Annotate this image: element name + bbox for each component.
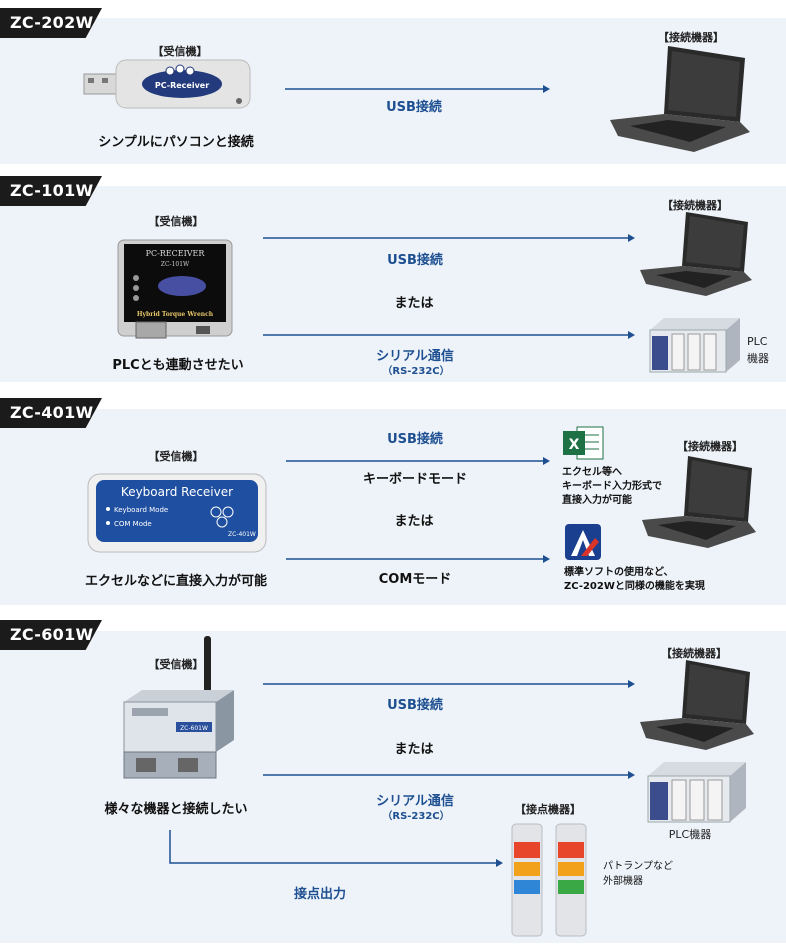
contact-output-arrow <box>169 830 503 867</box>
software-note-line2: ZC-202Wと同様の機能を実現 <box>564 581 705 592</box>
kb-mode1-text: Keyboard Mode <box>114 506 168 514</box>
receiver-label: 【受信機】 <box>148 450 204 463</box>
plc-device-image <box>647 762 746 823</box>
serial-sub-label: （RS-232C） <box>382 811 450 822</box>
contact-device-label: 【接点機器】 <box>515 803 581 816</box>
model-tag-zc401w: ZC-401W <box>0 398 102 428</box>
serial-label: シリアル通信 <box>376 794 454 809</box>
device-label: 【接続機器】 <box>658 31 724 44</box>
device-label: 【接続機器】 <box>662 199 728 212</box>
plc-label-line2: 機器 <box>747 352 769 365</box>
software-icon <box>565 524 601 560</box>
plc-label-line1: PLC <box>747 335 768 348</box>
receiver-label: 【受信機】 <box>152 45 208 58</box>
keyboard-mode-label: キーボードモード <box>362 472 468 487</box>
serial-arrow <box>263 331 635 339</box>
keyboard-receiver-image: Keyboard Receiver Keyboard Mode COM Mode… <box>87 473 267 553</box>
box-footer-text: Hybrid Torque Wrench <box>137 311 214 318</box>
excel-note-line1: エクセル等へ <box>562 467 622 478</box>
excel-note-line2: キーボード入力形式で <box>562 481 662 492</box>
laptop-image <box>640 212 752 296</box>
or-label: または <box>394 296 434 311</box>
usb-connection-label: USB接続 <box>387 253 443 268</box>
usb-connection-label: USB接続 <box>386 100 442 115</box>
laptop-image <box>640 660 754 750</box>
usb-connection-label: USB接続 <box>387 432 443 447</box>
excel-icon: X <box>563 426 604 460</box>
contact-output-label: 接点出力 <box>293 887 347 902</box>
com-mode-label: COMモード <box>378 572 452 587</box>
excel-note-line3: 直接入力が可能 <box>562 495 632 506</box>
plc-device-image <box>649 318 740 373</box>
lamp-note-line2: 外部機器 <box>603 876 643 887</box>
laptop-image <box>610 46 750 152</box>
software-note-line1: 標準ソフトの使用など、 <box>564 567 674 578</box>
keyboard-mode-arrow <box>286 457 550 465</box>
caption-simple-pc: シンプルにパソコンと接続 <box>98 135 254 150</box>
usb-connection-label: USB接続 <box>387 698 443 713</box>
or-label: または <box>394 514 434 529</box>
usb-arrow <box>263 680 635 688</box>
lamp-note-line1: パトランプなど <box>603 861 673 872</box>
kb-mode2-text: COM Mode <box>114 520 152 528</box>
kb-title-text: Keyboard Receiver <box>121 485 233 499</box>
usb-dongle-image: PC-Receiver <box>83 59 251 109</box>
model-tag-zc601w: ZC-601W <box>0 620 102 650</box>
serial-sub-label: （RS-232C） <box>382 366 450 377</box>
laptop-image <box>642 456 756 548</box>
com-mode-arrow <box>286 555 550 563</box>
plc-label: PLC機器 <box>668 828 712 841</box>
receiver-label: 【受信機】 <box>148 658 204 671</box>
svg-text:X: X <box>569 437 580 453</box>
receiver-label: 【受信機】 <box>148 215 204 228</box>
dongle-brand-text: PC-Receiver <box>155 81 209 90</box>
box-model-text: ZC-101W <box>161 261 190 268</box>
industrial-receiver-image: ZC-601W <box>123 636 234 779</box>
model-tag-zc202w: ZC-202W <box>0 8 102 38</box>
device-label: 【接続機器】 <box>677 440 743 453</box>
usb-arrow <box>263 234 635 242</box>
signal-tower-image <box>511 823 587 937</box>
caption-various-devices: 様々な機器と接続したい <box>104 802 248 817</box>
box-title-text: PC-RECEIVER <box>146 249 206 258</box>
or-label: または <box>394 742 434 757</box>
kb-model-text: ZC-401W <box>228 531 256 538</box>
device-label: 【接続機器】 <box>661 647 727 660</box>
unit-model-text: ZC-601W <box>180 725 208 732</box>
model-tag-zc101w: ZC-101W <box>0 176 102 206</box>
serial-label: シリアル通信 <box>376 349 454 364</box>
serial-arrow <box>263 771 635 779</box>
caption-excel-input: エクセルなどに直接入力が可能 <box>84 574 268 589</box>
caption-plc-link: PLCとも連動させたい <box>112 358 244 373</box>
usb-arrow <box>285 85 550 93</box>
pc-receiver-box-image: PC-RECEIVER ZC-101W Hybrid Torque Wrench <box>117 239 233 339</box>
